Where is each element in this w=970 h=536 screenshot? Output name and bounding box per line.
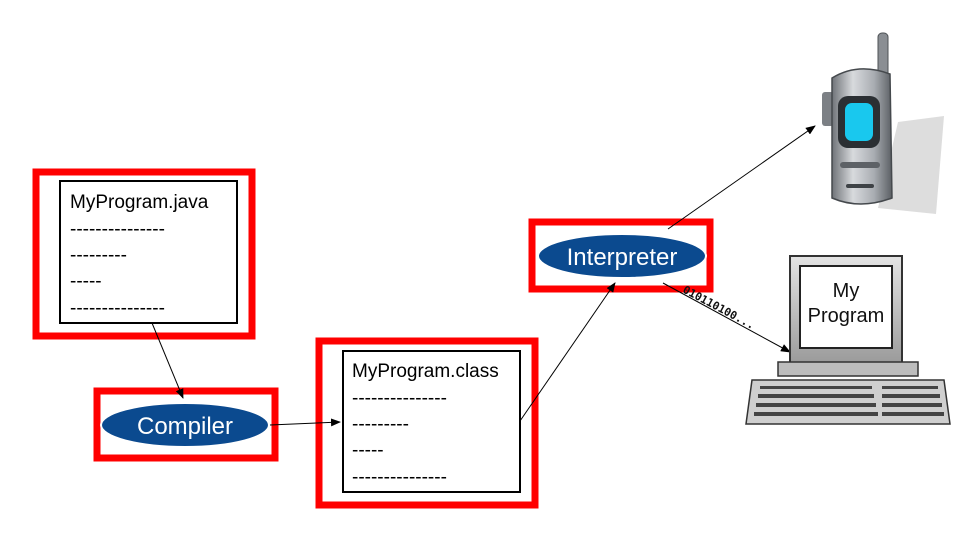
interpreter-label: Interpreter xyxy=(567,244,678,271)
class-file-group: MyProgram.class --------------- --------… xyxy=(315,337,539,509)
class-file-name: MyProgram.class xyxy=(352,361,499,382)
class-file-box xyxy=(342,350,521,493)
interpreter-group: Interpreter xyxy=(528,218,714,293)
screen-line-1: My xyxy=(833,280,860,302)
interpreter-pill xyxy=(537,233,707,279)
source-file-highlight xyxy=(32,168,256,340)
source-file-line: --------------- xyxy=(70,219,165,240)
source-file-line: --------- xyxy=(70,245,127,266)
source-file-name: MyProgram.java xyxy=(70,192,209,213)
desktop-computer-icon: My Program xyxy=(745,255,951,425)
arrow-interpreter-to-phone xyxy=(667,125,816,230)
arrow-source-to-compiler xyxy=(151,322,184,399)
class-file-line: --------------- xyxy=(352,388,447,409)
class-file-line: --------------- xyxy=(352,467,447,488)
source-file-line: ----- xyxy=(70,271,102,292)
binary-stream-label: 010110100... xyxy=(681,283,757,332)
mobile-phone-icon xyxy=(822,32,944,214)
arrow-class-to-interpreter xyxy=(519,282,616,422)
interpreter-highlight xyxy=(528,218,714,293)
arrow-compiler-to-class xyxy=(269,418,341,427)
compiler-group: Compiler xyxy=(93,387,279,462)
compiler-pill xyxy=(100,402,270,448)
source-file-box xyxy=(59,180,238,324)
arrow-interpreter-to-computer xyxy=(662,282,791,353)
source-file-line: --------------- xyxy=(70,298,165,319)
compiler-label: Compiler xyxy=(137,413,233,440)
screen-line-2: Program xyxy=(808,305,885,327)
class-file-line: ----- xyxy=(352,440,384,461)
class-file-line: --------- xyxy=(352,414,409,435)
source-file-group: MyProgram.java --------------- ---------… xyxy=(32,168,256,340)
